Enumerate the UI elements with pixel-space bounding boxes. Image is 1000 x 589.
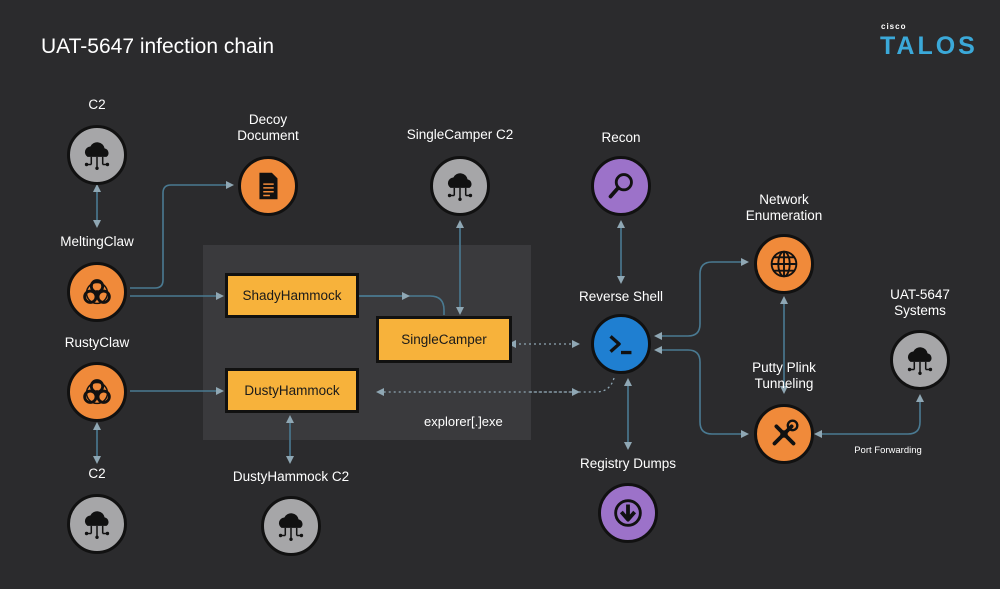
meltingclaw-node [67, 262, 127, 322]
diagram-title: UAT-5647 infection chain [41, 35, 275, 58]
cloud-network-icon [84, 511, 110, 540]
cloud-network-icon [907, 347, 933, 376]
registry-label: Registry Dumps [579, 456, 677, 471]
cloud-network-icon [278, 513, 304, 542]
singlecamper-c2-node [430, 156, 490, 216]
singlecamper-box: SingleCamper [376, 316, 512, 363]
uat-systems-label-2: Systems [894, 303, 946, 318]
shadyhammock-box: ShadyHammock [225, 273, 359, 318]
download-icon [614, 499, 642, 527]
talos-logo: cisco TALOS [880, 22, 975, 60]
network-enum-label-1: Network [759, 192, 809, 207]
decoy-label-1: Decoy [248, 112, 288, 127]
biohazard-icon [83, 379, 111, 405]
putty-label-2: Tunneling [754, 376, 814, 391]
edge-shell-putty [654, 346, 749, 438]
rustyclaw-node [67, 362, 127, 422]
uat-systems-node [890, 330, 950, 390]
cloud-network-icon [447, 173, 473, 202]
port-forwarding-label: Port Forwarding [854, 445, 922, 456]
c2-top-node [67, 125, 127, 185]
reverse-shell-node [591, 314, 651, 374]
edge-shell-network [654, 258, 749, 340]
decoy-label-2: Document [237, 128, 299, 143]
c2-bottom-label: C2 [88, 466, 106, 481]
dustyhammock-c2-node [261, 496, 321, 556]
magnifier-icon [608, 173, 633, 199]
rustyclaw-label: RustyClaw [64, 335, 130, 350]
globe-icon [770, 250, 798, 278]
logo-talos-text: TALOS [880, 32, 978, 60]
c2-bottom-node [67, 494, 127, 554]
biohazard-icon [83, 279, 111, 305]
edge-shell-dusty [376, 377, 615, 396]
logo-cisco-text: cisco [881, 22, 907, 31]
uat-systems-label-1: UAT-5647 [890, 287, 950, 302]
registry-dumps-node [598, 483, 658, 543]
meltingclaw-label: MeltingClaw [60, 234, 134, 249]
tools-icon [772, 419, 799, 446]
edge-shady-single [358, 295, 445, 315]
edge-meltingclaw-decoy [130, 181, 234, 289]
explorer-label: explorer[.]exe [424, 414, 503, 429]
putty-label-1: Putty Plink [752, 360, 816, 375]
recon-label: Recon [601, 130, 641, 145]
dustyhammock-box: DustyHammock [225, 368, 359, 413]
singlecamper-c2-label: SingleCamper C2 [406, 127, 514, 142]
decoy-document-node [238, 156, 298, 216]
recon-node [591, 156, 651, 216]
dusty-c2-label: DustyHammock C2 [232, 469, 350, 484]
reverse-shell-label: Reverse Shell [578, 289, 664, 304]
edge-putty-uat [814, 394, 924, 438]
cloud-network-icon [84, 142, 110, 171]
terminal-icon [609, 335, 632, 355]
network-enum-label-2: Enumeration [745, 208, 823, 223]
document-icon [259, 172, 278, 200]
c2-top-label: C2 [88, 97, 106, 112]
network-enumeration-node [754, 234, 814, 294]
putty-plink-node [754, 404, 814, 464]
